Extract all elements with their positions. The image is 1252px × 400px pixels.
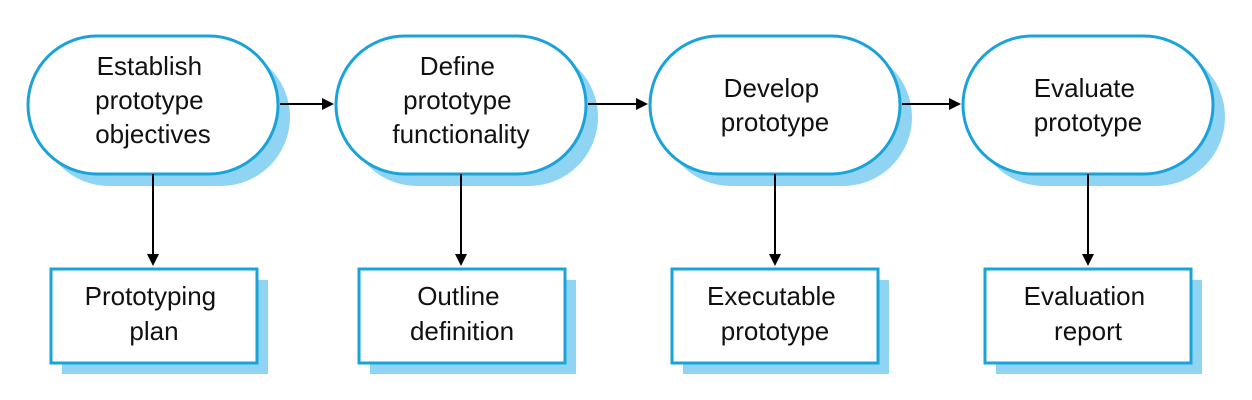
output-node-1-line-2: plan: [129, 316, 178, 346]
output-node-4-line-2: report: [1054, 316, 1123, 346]
output-node-3-line-1: Executable: [707, 281, 836, 311]
process-node-4: Evaluate prototype: [961, 34, 1225, 186]
process-node-2-line-2: prototype: [403, 85, 511, 115]
output-node-4-label: Evaluation report: [1024, 281, 1153, 346]
output-node-4-line-1: Evaluation: [1024, 281, 1145, 311]
output-node-2: Outline definition: [357, 267, 576, 374]
output-node-4-shape: [983, 267, 1193, 365]
process-node-2-line-3: functionality: [392, 119, 529, 149]
output-node-3-line-2: prototype: [721, 316, 829, 346]
output-node-4: Evaluation report: [983, 267, 1202, 374]
process-node-4-line-1: Evaluate: [1034, 73, 1135, 103]
output-node-1-line-1: Prototyping: [85, 281, 217, 311]
output-node-2-line-1: Outline: [417, 281, 499, 311]
process-node-3: Develop prototype: [648, 34, 912, 186]
process-node-1-line-1: Establish: [97, 51, 203, 81]
output-node-1-label: Prototyping plan: [85, 281, 224, 346]
process-node-2-label: Define prototype functionality: [392, 51, 529, 149]
process-node-2: Define prototype functionality: [334, 34, 598, 186]
process-node-4-shape: [961, 34, 1215, 176]
process-node-2-line-1: Define: [420, 51, 495, 81]
output-node-3-shape: [670, 267, 880, 365]
output-node-2-line-2: definition: [410, 316, 514, 346]
process-node-1-line-2: prototype: [95, 85, 203, 115]
output-node-1: Prototyping plan: [49, 267, 268, 374]
process-node-4-label: Evaluate prototype: [1034, 73, 1142, 137]
process-node-1: Establish prototype objectives: [26, 34, 290, 186]
output-node-3-label: Executable prototype: [707, 281, 843, 346]
process-node-3-label: Develop prototype: [721, 73, 829, 137]
output-node-2-label: Outline definition: [410, 281, 514, 346]
process-node-4-line-2: prototype: [1034, 107, 1142, 137]
output-node-3: Executable prototype: [670, 267, 889, 374]
output-node-1-shape: [49, 267, 259, 365]
output-node-2-shape: [357, 267, 567, 365]
process-node-1-label: Establish prototype objectives: [95, 51, 211, 149]
process-node-3-line-1: Develop: [724, 73, 819, 103]
process-node-3-shape: [648, 34, 902, 176]
process-node-1-line-3: objectives: [95, 119, 211, 149]
process-node-3-line-2: prototype: [721, 107, 829, 137]
